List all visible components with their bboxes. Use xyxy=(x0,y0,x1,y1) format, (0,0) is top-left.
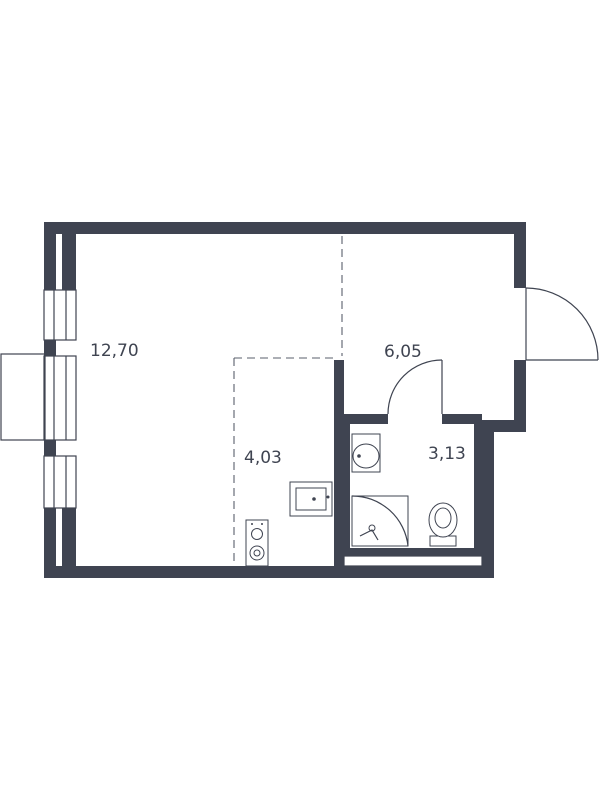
living-room-area: 12,70 xyxy=(90,341,139,361)
inner-walls xyxy=(334,360,483,578)
entrance-door xyxy=(525,287,599,361)
zone-boundaries xyxy=(233,236,343,566)
kitchen-area: 4,03 xyxy=(244,448,282,468)
window-left-upper xyxy=(43,289,77,341)
shower-icon xyxy=(351,495,409,547)
balcony xyxy=(0,353,46,441)
kitchen-sink-icon xyxy=(289,481,333,517)
stove-icon xyxy=(245,519,269,567)
hall-area: 6,05 xyxy=(384,342,422,362)
sink-icon xyxy=(351,433,381,473)
bathroom-area: 3,13 xyxy=(428,444,466,464)
window-left-middle xyxy=(43,355,77,441)
toilet-icon xyxy=(428,502,458,547)
window-left-lower xyxy=(43,455,77,509)
bathroom-door xyxy=(387,359,443,415)
outer-walls xyxy=(44,222,526,578)
